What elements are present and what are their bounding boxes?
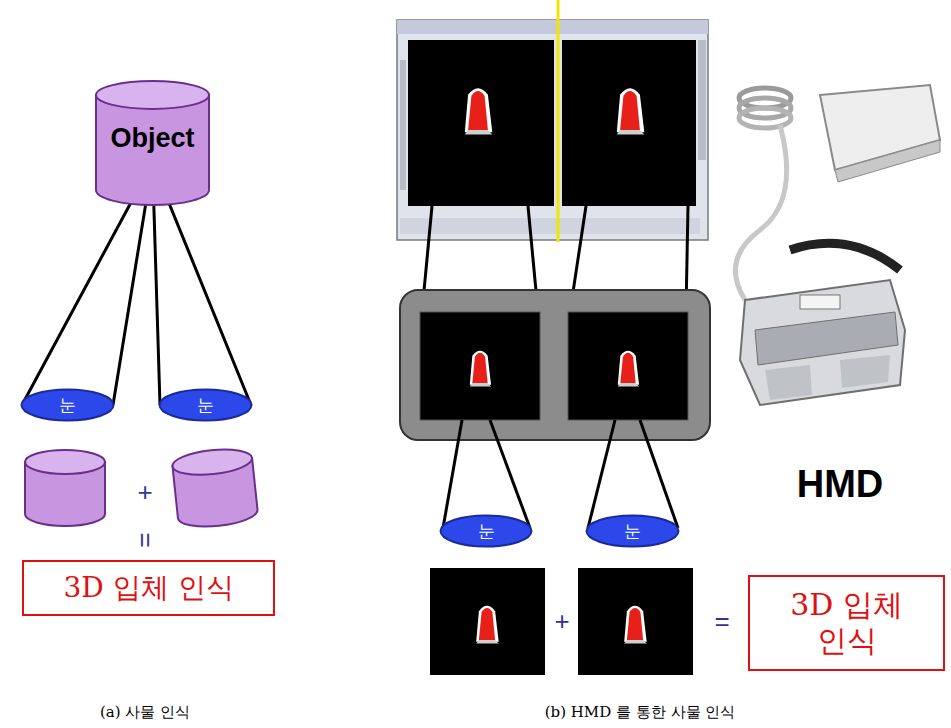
- eye-ellipse: 눈: [158, 388, 253, 422]
- node-text: 눈: [624, 521, 641, 541]
- display-panel: [568, 312, 688, 420]
- node-text: 눈: [59, 395, 76, 415]
- hmd-device: [735, 85, 940, 405]
- viewer-window: [397, 20, 708, 240]
- small-cylinder: [25, 450, 105, 526]
- equals-sign: =: [129, 532, 160, 547]
- display-panel: [420, 312, 540, 420]
- eye-ellipse: 눈: [585, 514, 680, 548]
- plus-sign: +: [554, 606, 569, 637]
- result-box: 3D 입체 인식: [22, 560, 275, 616]
- eye-ellipse: 눈: [439, 514, 533, 548]
- object-cylinder: Object: [95, 80, 210, 205]
- split-line: [557, 0, 560, 242]
- node-text: 눈: [197, 395, 214, 415]
- eye-image: [578, 568, 693, 675]
- small-cylinder: [171, 446, 259, 530]
- view-lines: [443, 420, 678, 528]
- node-text: 3D 입체 인식: [63, 571, 233, 605]
- result-box: 3D 입체 인식: [748, 575, 945, 671]
- plus-sign: +: [137, 477, 152, 508]
- eye-ellipse: 눈: [20, 388, 115, 422]
- caption: (a) 사물 인식: [100, 703, 190, 721]
- hmd-display: [400, 290, 710, 440]
- eye-image: [430, 568, 545, 675]
- node-text: Object: [110, 122, 194, 154]
- node-text: 눈: [478, 521, 495, 541]
- equals-sign: =: [714, 606, 729, 637]
- device-label: HMD: [797, 462, 884, 508]
- node-text: 3D 입체 인식: [782, 587, 912, 659]
- caption: (b) HMD 를 통한 사물 인식: [545, 703, 736, 721]
